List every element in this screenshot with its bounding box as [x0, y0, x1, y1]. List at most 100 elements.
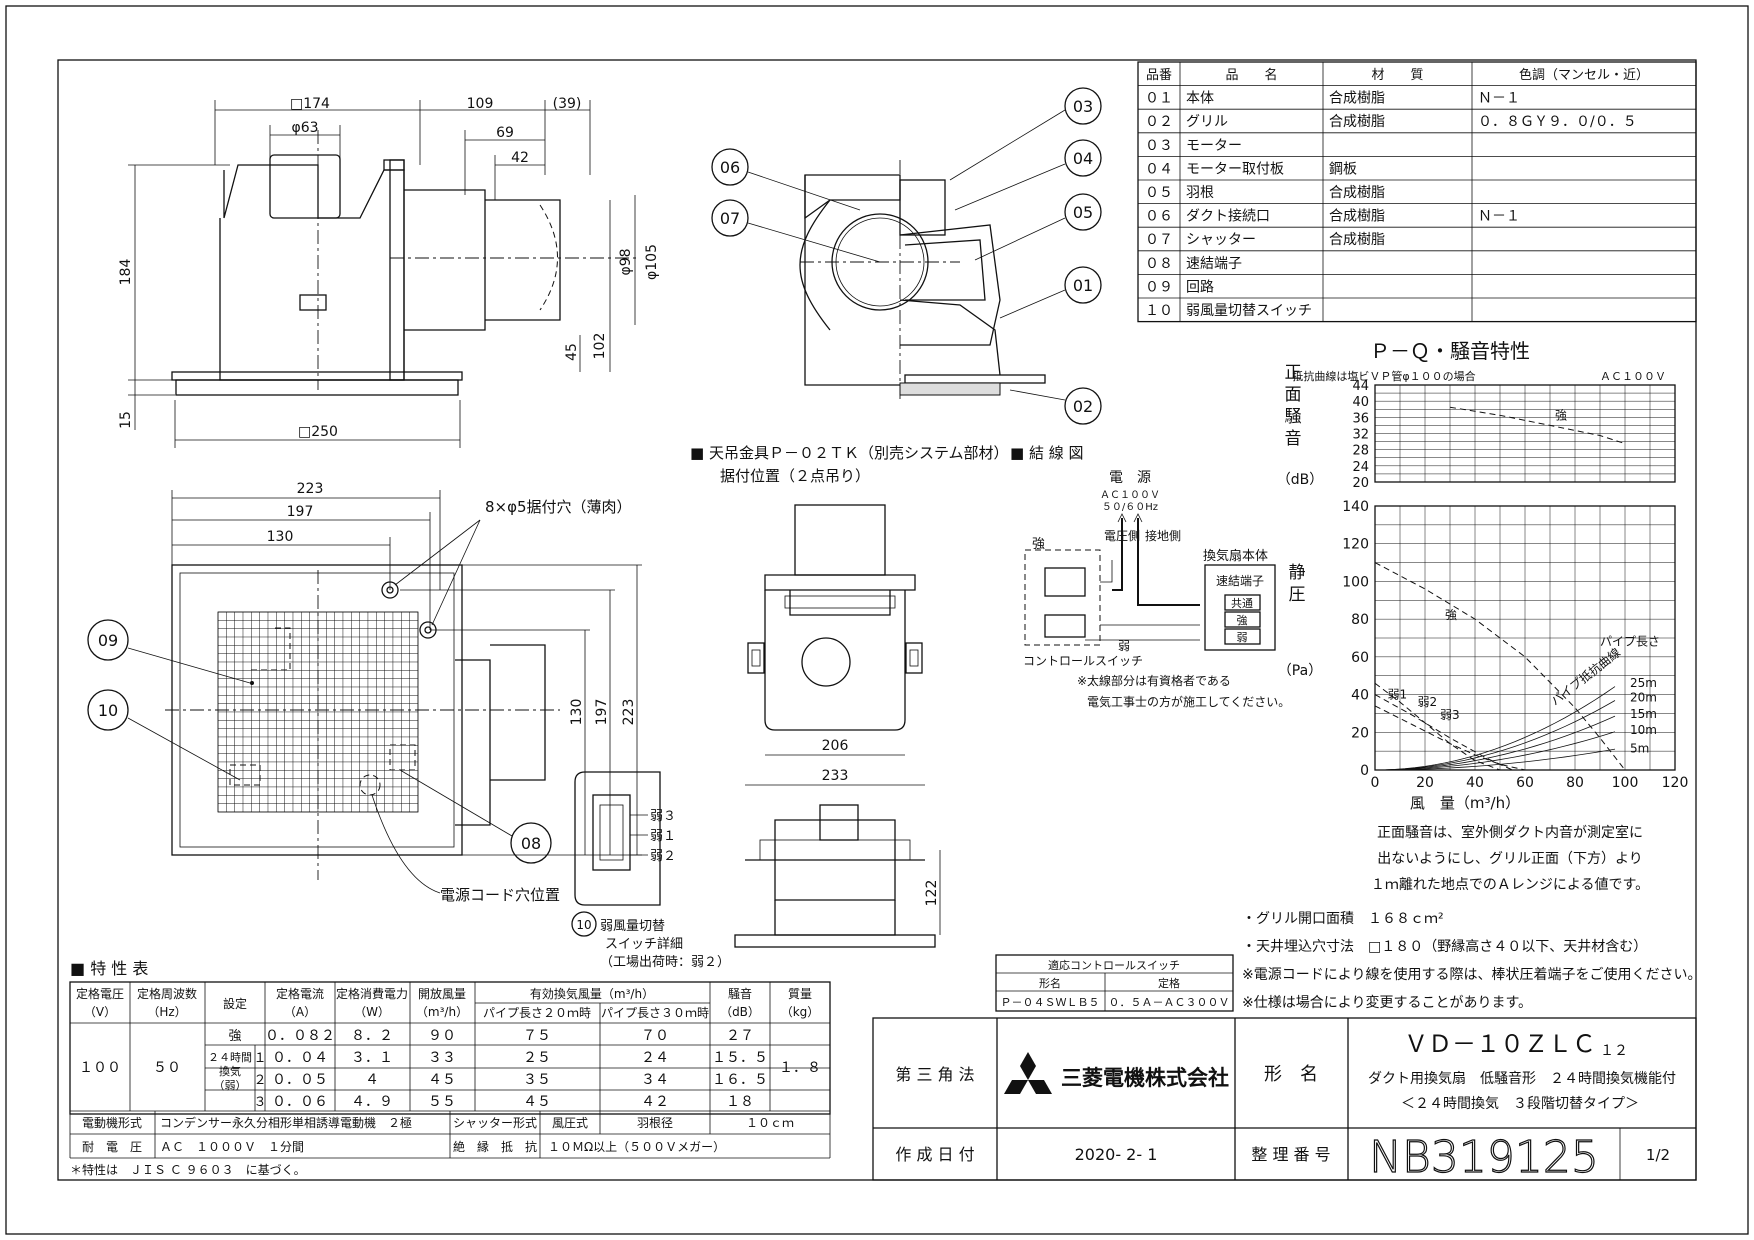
cord-position-label: 電源コード穴位置	[440, 886, 560, 904]
char-p30: ３４	[641, 1072, 669, 1088]
h-current-u: （A）	[284, 1005, 316, 1019]
h-voltage-u: （V）	[84, 1005, 116, 1019]
callout-02: 02	[1073, 397, 1093, 416]
char-noise: ２７	[726, 1028, 754, 1044]
flow-xlabel: 風 量（m³/h）	[1410, 794, 1520, 812]
model-label: 形 名	[1264, 1064, 1318, 1085]
chart-note-2: 出ないようにし、グリル正面（下方）より	[1377, 851, 1642, 867]
doc-no-label: 整 理 番 号	[1251, 1145, 1330, 1164]
parts-cell: 合成樹脂	[1329, 209, 1385, 225]
char-noise: １６．５	[712, 1072, 768, 1088]
withstand-val: ＡＣ １０００Ｖ １分間	[160, 1140, 304, 1154]
date-value: 2020- 2- 1	[1075, 1145, 1158, 1164]
terminal-strong: 強	[1237, 614, 1248, 627]
resistance-length: 20m	[1630, 691, 1657, 705]
pq-ytick: 0	[1360, 763, 1369, 779]
switch-w1: 弱１	[650, 829, 676, 844]
pq-series-label: 弱1	[1388, 687, 1408, 701]
blade-label: 羽根径	[637, 1116, 673, 1130]
parts-cell: ０５	[1145, 185, 1173, 201]
parts-cell: ０７	[1145, 232, 1173, 248]
control-switch-label: コントロールスイッチ	[1023, 654, 1143, 668]
chart-note-1: 正面騒音は、室外側ダクト内音が測定室に	[1377, 824, 1643, 841]
callout-09: 09	[98, 631, 118, 650]
char-open: ９０	[428, 1028, 456, 1044]
mode24-label: ２４時間換気（弱）	[208, 1051, 252, 1092]
h-freq-u: （Hz）	[147, 1005, 186, 1019]
projection-label: 第 三 角 法	[895, 1065, 974, 1084]
insulation-label: 絶 縁 抵 抗	[453, 1139, 537, 1154]
outer-border	[5, 5, 1749, 1235]
pq-series-弱1	[1374, 682, 1501, 771]
val-mass: １．８	[779, 1060, 821, 1076]
h-open-u: （m³/h）	[416, 1005, 468, 1019]
pq-xtick: 0	[1371, 775, 1380, 791]
h-mass: 質量	[788, 986, 812, 1001]
parts-cell: ０３	[1145, 138, 1173, 154]
h-p20: パイプ長さ２０ｍ時	[483, 1006, 591, 1020]
wiring-diagram: ■ 結 線 図 電 源 ＡＣ１００Ｖ ５０/６０Hz 電圧側 接地側 強 コント…	[1010, 444, 1290, 709]
char-power: ３．１	[351, 1050, 393, 1066]
dim-v223: 223	[621, 699, 637, 726]
char-current: ０．０４	[272, 1050, 328, 1066]
pq-xtick: 120	[1662, 775, 1689, 791]
parts-cell: ダクト接続口	[1186, 208, 1270, 225]
parts-header: 品番	[1146, 68, 1172, 83]
callouts-plan: 09 10 08 電源コード穴位置	[87, 619, 560, 904]
pq-ytick: 120	[1342, 537, 1369, 553]
char-current: ０．０５	[272, 1072, 328, 1088]
char-current: ０．０８２	[265, 1028, 335, 1044]
chart-title: Ｐ－Ｑ・騒音特性	[1370, 339, 1530, 363]
callout-04: 04	[1073, 149, 1093, 168]
resistance-curve	[1374, 686, 1616, 771]
motor-val: コンデンサー永久分相形単相誘導電動機 ２極	[160, 1115, 412, 1130]
dim-v130: 130	[569, 699, 585, 726]
date-label: 作 成 日 付	[895, 1145, 974, 1164]
parts-cell: 合成樹脂	[1329, 232, 1385, 248]
parts-cell: モーター取付板	[1186, 161, 1284, 177]
pq-ytick: 100	[1342, 574, 1369, 590]
resistance-length: 10m	[1630, 723, 1657, 737]
h-setting: 設定	[223, 996, 247, 1011]
chart-note-3: １ｍ離れた地点でのＡレンジによる値です。	[1371, 876, 1649, 893]
hanger-views: ■ 天吊金具Ｐ－０２ＴＫ（別売システム部材） 据付位置（２点吊り） 206 23…	[690, 444, 1009, 948]
callout-10-switch: 10	[576, 918, 591, 932]
parts-cell: モーター	[1186, 138, 1242, 154]
char-power: ４．９	[351, 1094, 393, 1110]
h-power: 定格消費電力	[336, 986, 408, 1001]
ctrl-strong: 強	[1032, 537, 1045, 552]
callout-06: 06	[720, 158, 740, 177]
ground-side: 接地側	[1145, 528, 1181, 543]
callout-07: 07	[720, 209, 740, 228]
pq-ytick: 20	[1351, 725, 1369, 741]
parts-cell: ０９	[1145, 279, 1173, 295]
parts-cell: Ｎ－１	[1478, 91, 1520, 107]
plan-view: 223 197 130 130 197 223 8×φ5据付穴（薄肉）	[165, 481, 642, 880]
switch-title2: スイッチ詳細	[605, 936, 683, 952]
parts-cell: ０８	[1145, 256, 1173, 272]
switch-detail: 弱３ 弱１ 弱２ 10 弱風量切替 スイッチ詳細 （工場出荷時：弱２）	[571, 771, 730, 970]
h-freq: 定格周波数	[137, 986, 197, 1001]
insulation-val: １０ＭΩ以上（５００Ｖメガー）	[548, 1140, 725, 1154]
char-open: ５５	[428, 1094, 456, 1110]
characteristics-table: ■ 特 性 表 定格電圧 （V） 定格周波数 （Hz） 設定 定格電流 （A） …	[69, 959, 831, 1177]
dim-42: 42	[511, 150, 529, 166]
h-mass-u: （kg）	[781, 1005, 820, 1019]
char-current: ０．０６	[272, 1094, 328, 1110]
char-p20: ２５	[523, 1050, 551, 1066]
dim-15: 15	[118, 411, 134, 429]
char-p30: ７０	[641, 1028, 669, 1044]
section-view	[799, 160, 1046, 400]
dim-109: 109	[467, 96, 494, 112]
h-current: 定格電流	[276, 986, 324, 1001]
char-p30: ２４	[641, 1050, 669, 1066]
noise-ytick: 36	[1352, 411, 1369, 426]
chart-subtitle: 抵抗曲線は塩ビＶＰ管φ１００の場合	[1292, 369, 1475, 383]
terminal-common: 共通	[1231, 597, 1253, 610]
spec-note-2: ・天井埋込穴寸法 □１８０（野縁高さ４０以下、天井材含む）	[1242, 938, 1647, 955]
h-eff: 有効換気風量（m³/h）	[530, 986, 654, 1001]
callout-03: 03	[1073, 97, 1093, 116]
noise-ytick: 20	[1352, 476, 1369, 491]
